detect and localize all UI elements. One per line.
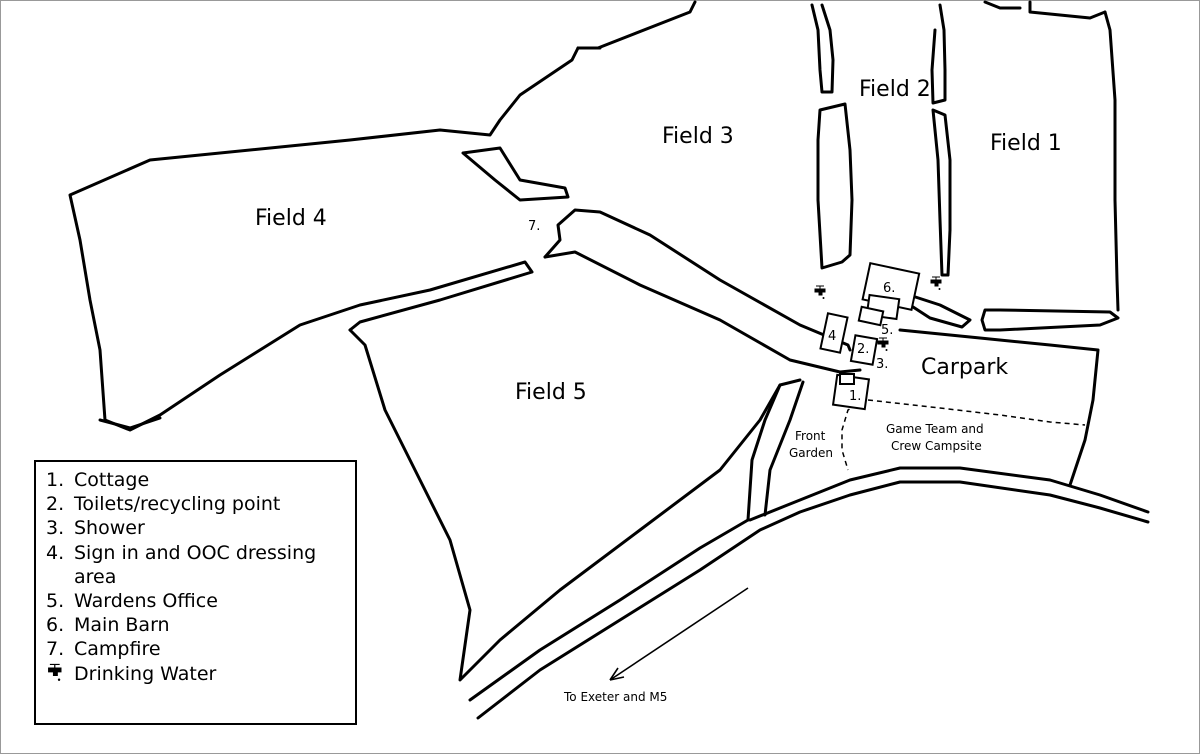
legend-item-toilets: 2. Toilets/recycling point (46, 492, 347, 516)
field-3-5-divider (543, 208, 852, 352)
marker-2-toilets: 2. (857, 342, 869, 357)
legend-item-label: Wardens Office (74, 590, 218, 613)
carpark-label: Carpark (921, 355, 1008, 380)
field-4-label: Field 4 (255, 206, 327, 231)
front-garden-dashed-boundary (841, 399, 866, 471)
legend-item-label: Drinking Water (74, 662, 217, 685)
drinking-water-tap-icon (877, 337, 889, 351)
building-2-toilets (849, 334, 879, 366)
legend-item-label: Shower (74, 517, 145, 540)
field-2-left-strip (816, 102, 854, 270)
main-road-south-edge (476, 480, 1150, 720)
legend-item-drinking-water: Drinking Water (46, 662, 347, 690)
drinking-water-tap-icon (814, 285, 826, 299)
campsite-label-line1: Game Team and (886, 422, 984, 436)
legend-item-number: 7. (46, 638, 65, 661)
building-4-sign-in (819, 312, 849, 354)
drinking-water-tap-icon (930, 276, 942, 290)
field-2-right-strip-top (930, 3, 947, 105)
field-5-top-boundary (543, 250, 862, 374)
legend-item-label: Toilets/recycling point (74, 493, 281, 516)
map-legend: 1. Cottage 2. Toilets/recycling point 3.… (34, 460, 357, 725)
building-1-cottage-porch (839, 373, 855, 385)
building-5-annex (857, 305, 885, 327)
field-2-right-strip (931, 108, 952, 277)
legend-item-cottage: 1. Cottage (46, 468, 347, 492)
legend-item-label: Campfire (74, 638, 161, 661)
marker-6-main-barn: 6. (883, 281, 895, 296)
field-2-left-strip-top (810, 3, 835, 94)
main-road-north-edge (748, 466, 1150, 522)
field-1-right-edge (1103, 10, 1120, 312)
legend-item-number: 5. (46, 590, 65, 613)
campsite-dashed-boundary (867, 399, 1086, 426)
field-1-label: Field 1 (990, 131, 1062, 156)
field-2-bottom-barrier (898, 290, 972, 329)
legend-item-number: 1. (46, 469, 65, 491)
legend-item-number: 3. (46, 517, 65, 540)
legend-item-label: Main Barn (74, 614, 170, 637)
road-direction-arrow-head (609, 667, 625, 681)
field-1-bottom-edge (980, 308, 1120, 332)
legend-item-number: 6. (46, 614, 65, 637)
marker-4-sign-in: 4 (828, 329, 836, 344)
marker-7-campfire: 7. (528, 219, 540, 234)
front-garden-label-line1: Front (795, 429, 826, 443)
road-direction-label: To Exeter and M5 (563, 690, 667, 704)
campsite-label-line2: Crew Campsite (891, 439, 982, 453)
legend-item-label: Sign in and OOC dressing area (74, 541, 317, 588)
legend-item-wardens-office: 5. Wardens Office (46, 589, 347, 613)
field-1-top-left-edge (983, 0, 1022, 10)
field-4-bottom-edge (98, 416, 162, 430)
lane-left-edge (746, 383, 782, 522)
front-garden-label-line2: Garden (789, 446, 833, 460)
legend-item-number: 4. (46, 541, 65, 564)
field-4-boundary (68, 46, 580, 432)
legend-item-label: Cottage (74, 469, 150, 491)
field-5-boundary (348, 328, 802, 682)
campfire-path-island (461, 146, 570, 202)
lane-right-edge (763, 380, 805, 517)
field-3-top-boundary (596, 0, 697, 50)
field-2-label: Field 2 (859, 77, 931, 102)
road-direction-arrow-line (609, 587, 749, 681)
marker-1-cottage: 1. (849, 389, 861, 404)
drinking-water-tap-icon (46, 662, 74, 690)
field-5-label: Field 5 (515, 380, 587, 405)
marker-3-shower: 3. (876, 357, 888, 372)
legend-item-number: 2. (46, 493, 65, 516)
carpark-boundary (898, 328, 1100, 487)
legend-item-sign-in: 4. Sign in and OOC dressing area (46, 541, 347, 589)
legend-item-campfire: 7. Campfire (46, 637, 347, 661)
legend-item-main-barn: 6. Main Barn (46, 613, 347, 637)
legend-item-shower: 3. Shower (46, 516, 347, 540)
main-road-west-edge (468, 518, 750, 702)
field-3-label: Field 3 (662, 124, 734, 149)
marker-5-wardens-office: 5. (881, 323, 893, 338)
field-1-top-right-edge (1028, 0, 1107, 20)
